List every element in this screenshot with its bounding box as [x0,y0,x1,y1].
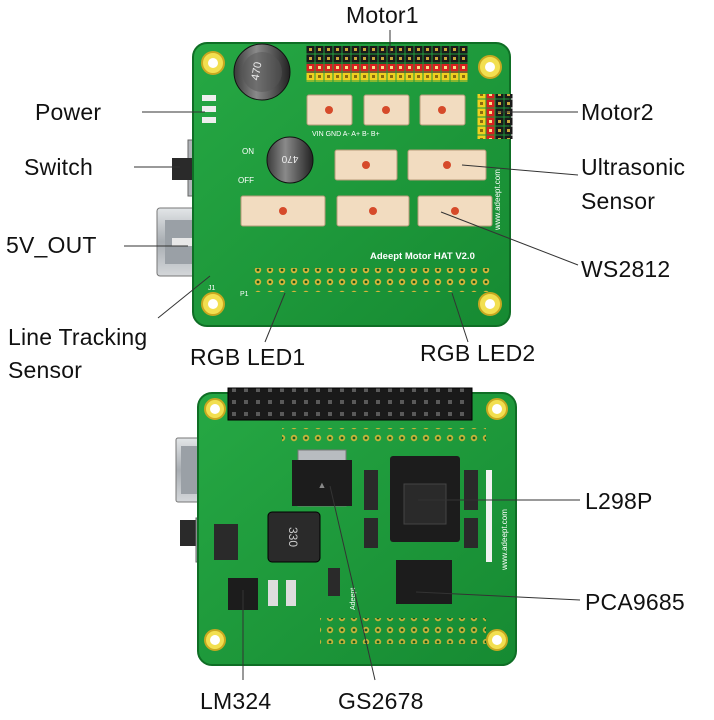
inductor: 330 [267,511,321,563]
label-line-tracking-2: Sensor [8,357,83,383]
svg-text:▲: ▲ [318,480,327,490]
power-leds [202,95,216,123]
bottom-board: ▲ 330 [175,387,517,666]
gs2678-chip: ▲ [292,449,352,507]
pads-bottom-row [320,618,486,644]
label-rgb-led2: RGB LED2 [420,340,536,366]
motor1-headers [306,46,468,82]
label-5v-out: 5V_OUT [6,232,97,258]
label-switch: Switch [24,154,93,180]
label-l298p: L298P [585,488,653,514]
motor-connectors [306,94,466,126]
callout-lines-top [124,30,579,343]
switch-off-text: OFF [238,176,254,185]
label-ultrasonic-2: Sensor [581,188,656,214]
top-board: 470 470 ON OFF VIN GND A- A+ B- B+ [156,42,513,327]
gpio-holes-top [252,268,492,292]
mounting-holes-bottom [204,398,508,651]
label-motor1: Motor1 [346,2,419,28]
small-components [214,470,492,606]
inductor-text: 330 [286,527,300,547]
mounting-holes-top [201,51,502,316]
label-gs2678: GS2678 [338,688,424,714]
label-lm324: LM324 [200,688,272,714]
label-power: Power [35,99,102,125]
motor-pin-labels: VIN GND A- A+ B- B+ [312,131,380,138]
bottom-board-brand: Adeept [350,588,357,610]
p1-label: P1 [240,291,249,298]
callout-lines-bottom [242,485,581,681]
label-line-tracking-1: Line Tracking [8,324,148,350]
capacitor-large: 470 [233,43,291,101]
pads-top-row [282,428,486,442]
label-pca9685: PCA9685 [585,589,685,615]
top-board-title: Adeept Motor HAT V2.0 [370,251,475,262]
pca9685-chip [396,560,452,604]
label-ws2812: WS2812 [581,256,671,282]
gpio-header-bottom [227,387,473,421]
motor2-headers [477,94,513,139]
label-motor2: Motor2 [581,99,654,125]
sensor-connectors [334,149,487,181]
switch-on-text: ON [242,147,254,156]
cap2-text: 470 [281,153,298,164]
led-connectors [240,195,493,227]
l298p-chip [390,456,460,542]
label-ultrasonic-1: Ultrasonic [581,154,686,180]
bottom-board-url: www.adeept.com [500,509,509,571]
capacitor-small: 470 [266,136,314,184]
j1-label: J1 [208,285,216,292]
cap1-text: 470 [250,61,265,81]
top-board-url: www.adeept.com [493,169,502,231]
label-rgb-led1: RGB LED1 [190,344,306,370]
